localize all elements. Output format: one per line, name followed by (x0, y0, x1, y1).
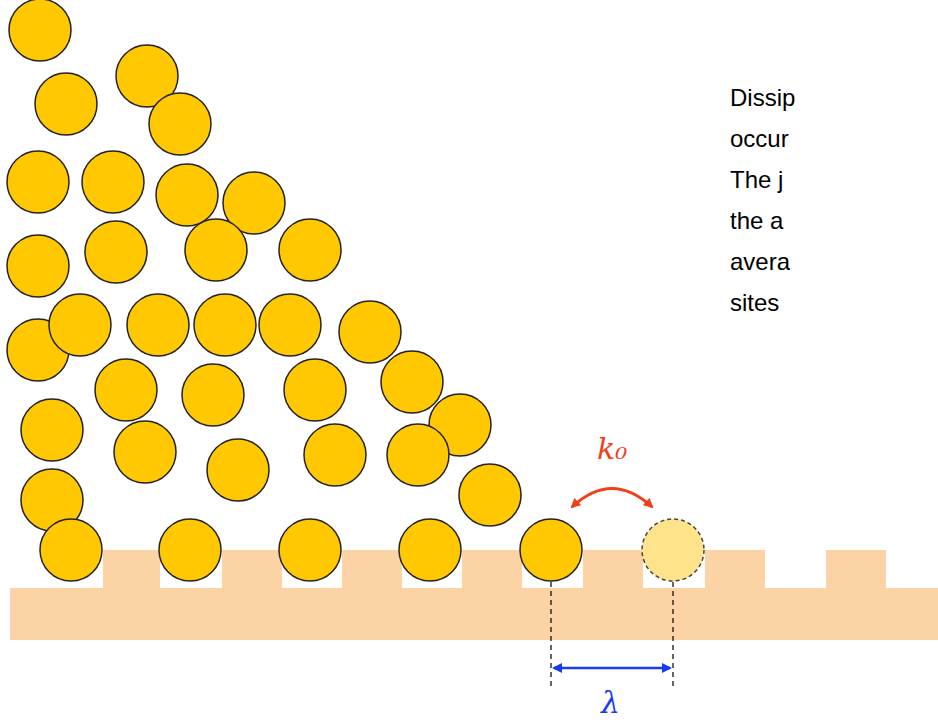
corrugated-substrate (10, 550, 938, 640)
spacing-symbol: λ (601, 686, 620, 719)
body-text-line: avera (730, 248, 790, 276)
rate-symbol: k₀ (597, 432, 627, 465)
hop-arrow (572, 489, 652, 508)
dimension-guide (550, 582, 551, 690)
body-text-line: Dissip (730, 84, 795, 112)
dimension-arrow (554, 667, 670, 670)
body-text-line: the a (730, 207, 783, 235)
particles (7, 0, 582, 581)
body-text-line: The j (730, 166, 783, 194)
body-text-line: sites (730, 289, 779, 317)
dimension-guide (672, 582, 673, 690)
body-text-line: occur (730, 125, 789, 153)
vacant-site-particle (642, 519, 704, 581)
